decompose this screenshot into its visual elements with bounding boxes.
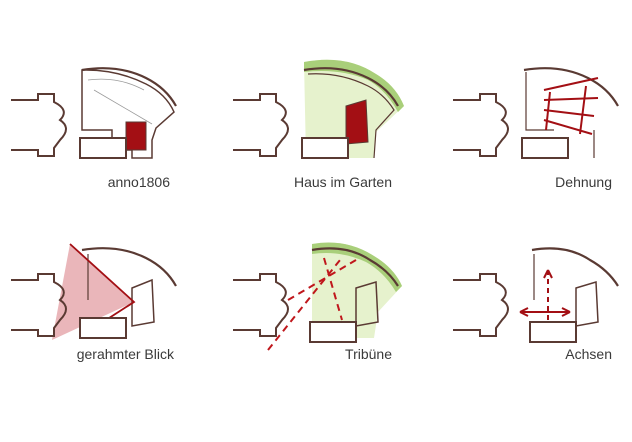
panel-tribuene: Tribüne [228, 230, 438, 442]
annex [301, 137, 349, 159]
red-block-large [345, 99, 369, 145]
panel-tribuene-drawing [233, 242, 402, 351]
villa-outline [453, 273, 509, 337]
panel-haus-im-garten-drawing [233, 59, 404, 159]
main-building [523, 67, 619, 158]
red-block-small [125, 121, 147, 151]
villa-outline [453, 93, 509, 157]
panel-anno1806-drawing [11, 67, 177, 159]
main-building [311, 247, 399, 327]
annex [79, 317, 127, 339]
panel-haus-im-garten: Haus im Garten [228, 50, 438, 262]
caption-p5: Tribüne [345, 346, 392, 362]
view-frame-lines [69, 243, 136, 321]
panel-anno1806: anno1806 [6, 50, 216, 262]
main-building [303, 67, 399, 159]
caption-p1: anno1806 [107, 174, 170, 190]
garden-band [304, 59, 404, 112]
diagram-stage: anno1806 Haus im Garten [6, 50, 632, 362]
panel-dehnung-drawing [453, 67, 619, 159]
annex [529, 321, 577, 343]
main-building [81, 247, 177, 327]
annex [309, 321, 357, 343]
dashed-sightlines [267, 257, 357, 351]
villa-outline [11, 93, 67, 157]
villa-outline [233, 93, 289, 157]
panel-achsen: Achsen [448, 230, 632, 442]
annex [521, 137, 569, 159]
annex [79, 137, 127, 159]
villa-outline [233, 273, 289, 337]
main-building [531, 247, 619, 327]
caption-p2: Haus im Garten [293, 174, 392, 190]
panel-achsen-drawing [453, 247, 619, 343]
caption-p6: Achsen [565, 346, 612, 362]
panel-dehnung: Dehnung [448, 50, 632, 262]
main-building [81, 67, 177, 159]
panel-gerahmter-blick: gerahmter Blick [6, 230, 216, 442]
view-cone [52, 244, 134, 340]
villa-outline [11, 273, 67, 337]
caption-p4: gerahmter Blick [76, 346, 174, 362]
caption-p3: Dehnung [555, 174, 612, 190]
panel-gerahmter-blick-drawing [11, 243, 177, 340]
stretch-arrows [543, 77, 599, 135]
